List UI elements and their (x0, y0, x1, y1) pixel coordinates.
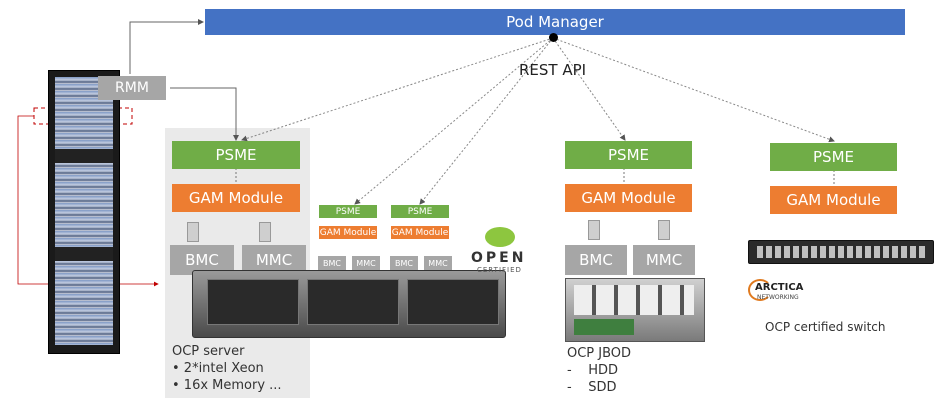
jbod-psme-box: PSME (565, 141, 692, 169)
ocp-server-title: OCP server (172, 344, 245, 359)
node2-gam-box: GAM Module (391, 226, 449, 239)
server-bmc-link (187, 222, 199, 242)
open-certified-line2: CERTIFIED (477, 266, 522, 274)
ocp-server-bullet: • 2*intel Xeon (172, 361, 264, 376)
rmm-box: RMM (98, 76, 166, 100)
ocp-switch-caption: OCP certified switch (765, 320, 886, 334)
ocp-jbod-item: - SDD (567, 380, 617, 395)
node2-psme-box: PSME (391, 205, 449, 218)
jbod-mmc-box: MMC (633, 245, 695, 275)
open-certified-line1: OPEN (471, 250, 527, 266)
jbod-gam-box: GAM Module (565, 184, 692, 212)
jbod-image (565, 278, 705, 342)
arctica-brand-line1: ARCTICA (755, 282, 804, 293)
jbod-mmc-link (658, 220, 670, 240)
switch-psme-box: PSME (770, 143, 897, 171)
rmm-to-pod-line (129, 19, 204, 74)
jbod-bmc-link (588, 220, 600, 240)
jbod-bmc-box: BMC (565, 245, 627, 275)
server-psme-box: PSME (172, 141, 300, 169)
server-gam-box: GAM Module (172, 184, 300, 212)
server-rack (48, 70, 120, 354)
ocp-server-bullet: • 16x Memory ... (172, 378, 282, 393)
switch-gam-box: GAM Module (770, 186, 897, 214)
node2-bmc-box: BMC (390, 256, 418, 270)
pod-to-server-psme (241, 37, 554, 142)
node1-bmc-box: BMC (318, 256, 346, 270)
switch-image (748, 240, 934, 264)
ocp-jbod-item: - HDD (567, 363, 619, 378)
node1-gam-box: GAM Module (319, 226, 377, 239)
node1-psme-box: PSME (319, 205, 377, 218)
pod-manager-hub (549, 33, 558, 42)
pod-to-jbod (552, 37, 626, 141)
pod-to-node1 (354, 37, 554, 205)
node1-mmc-box: MMC (352, 256, 380, 270)
node2-mmc-box: MMC (424, 256, 452, 270)
arctica-logo-icon (748, 279, 772, 301)
ocp-jbod-title: OCP JBOD (567, 346, 632, 361)
server-chassis-image (192, 270, 506, 338)
open-certified-icon (485, 227, 515, 247)
pod-to-node2 (419, 37, 554, 205)
pod-manager-box: Pod Manager (205, 9, 905, 35)
arctica-brand-line2: NETWORKING (757, 294, 799, 301)
rest-api-label: REST API (519, 61, 587, 79)
pod-to-switch (552, 37, 835, 143)
server-mmc-link (259, 222, 271, 242)
rmm-to-psme-line (170, 87, 239, 141)
